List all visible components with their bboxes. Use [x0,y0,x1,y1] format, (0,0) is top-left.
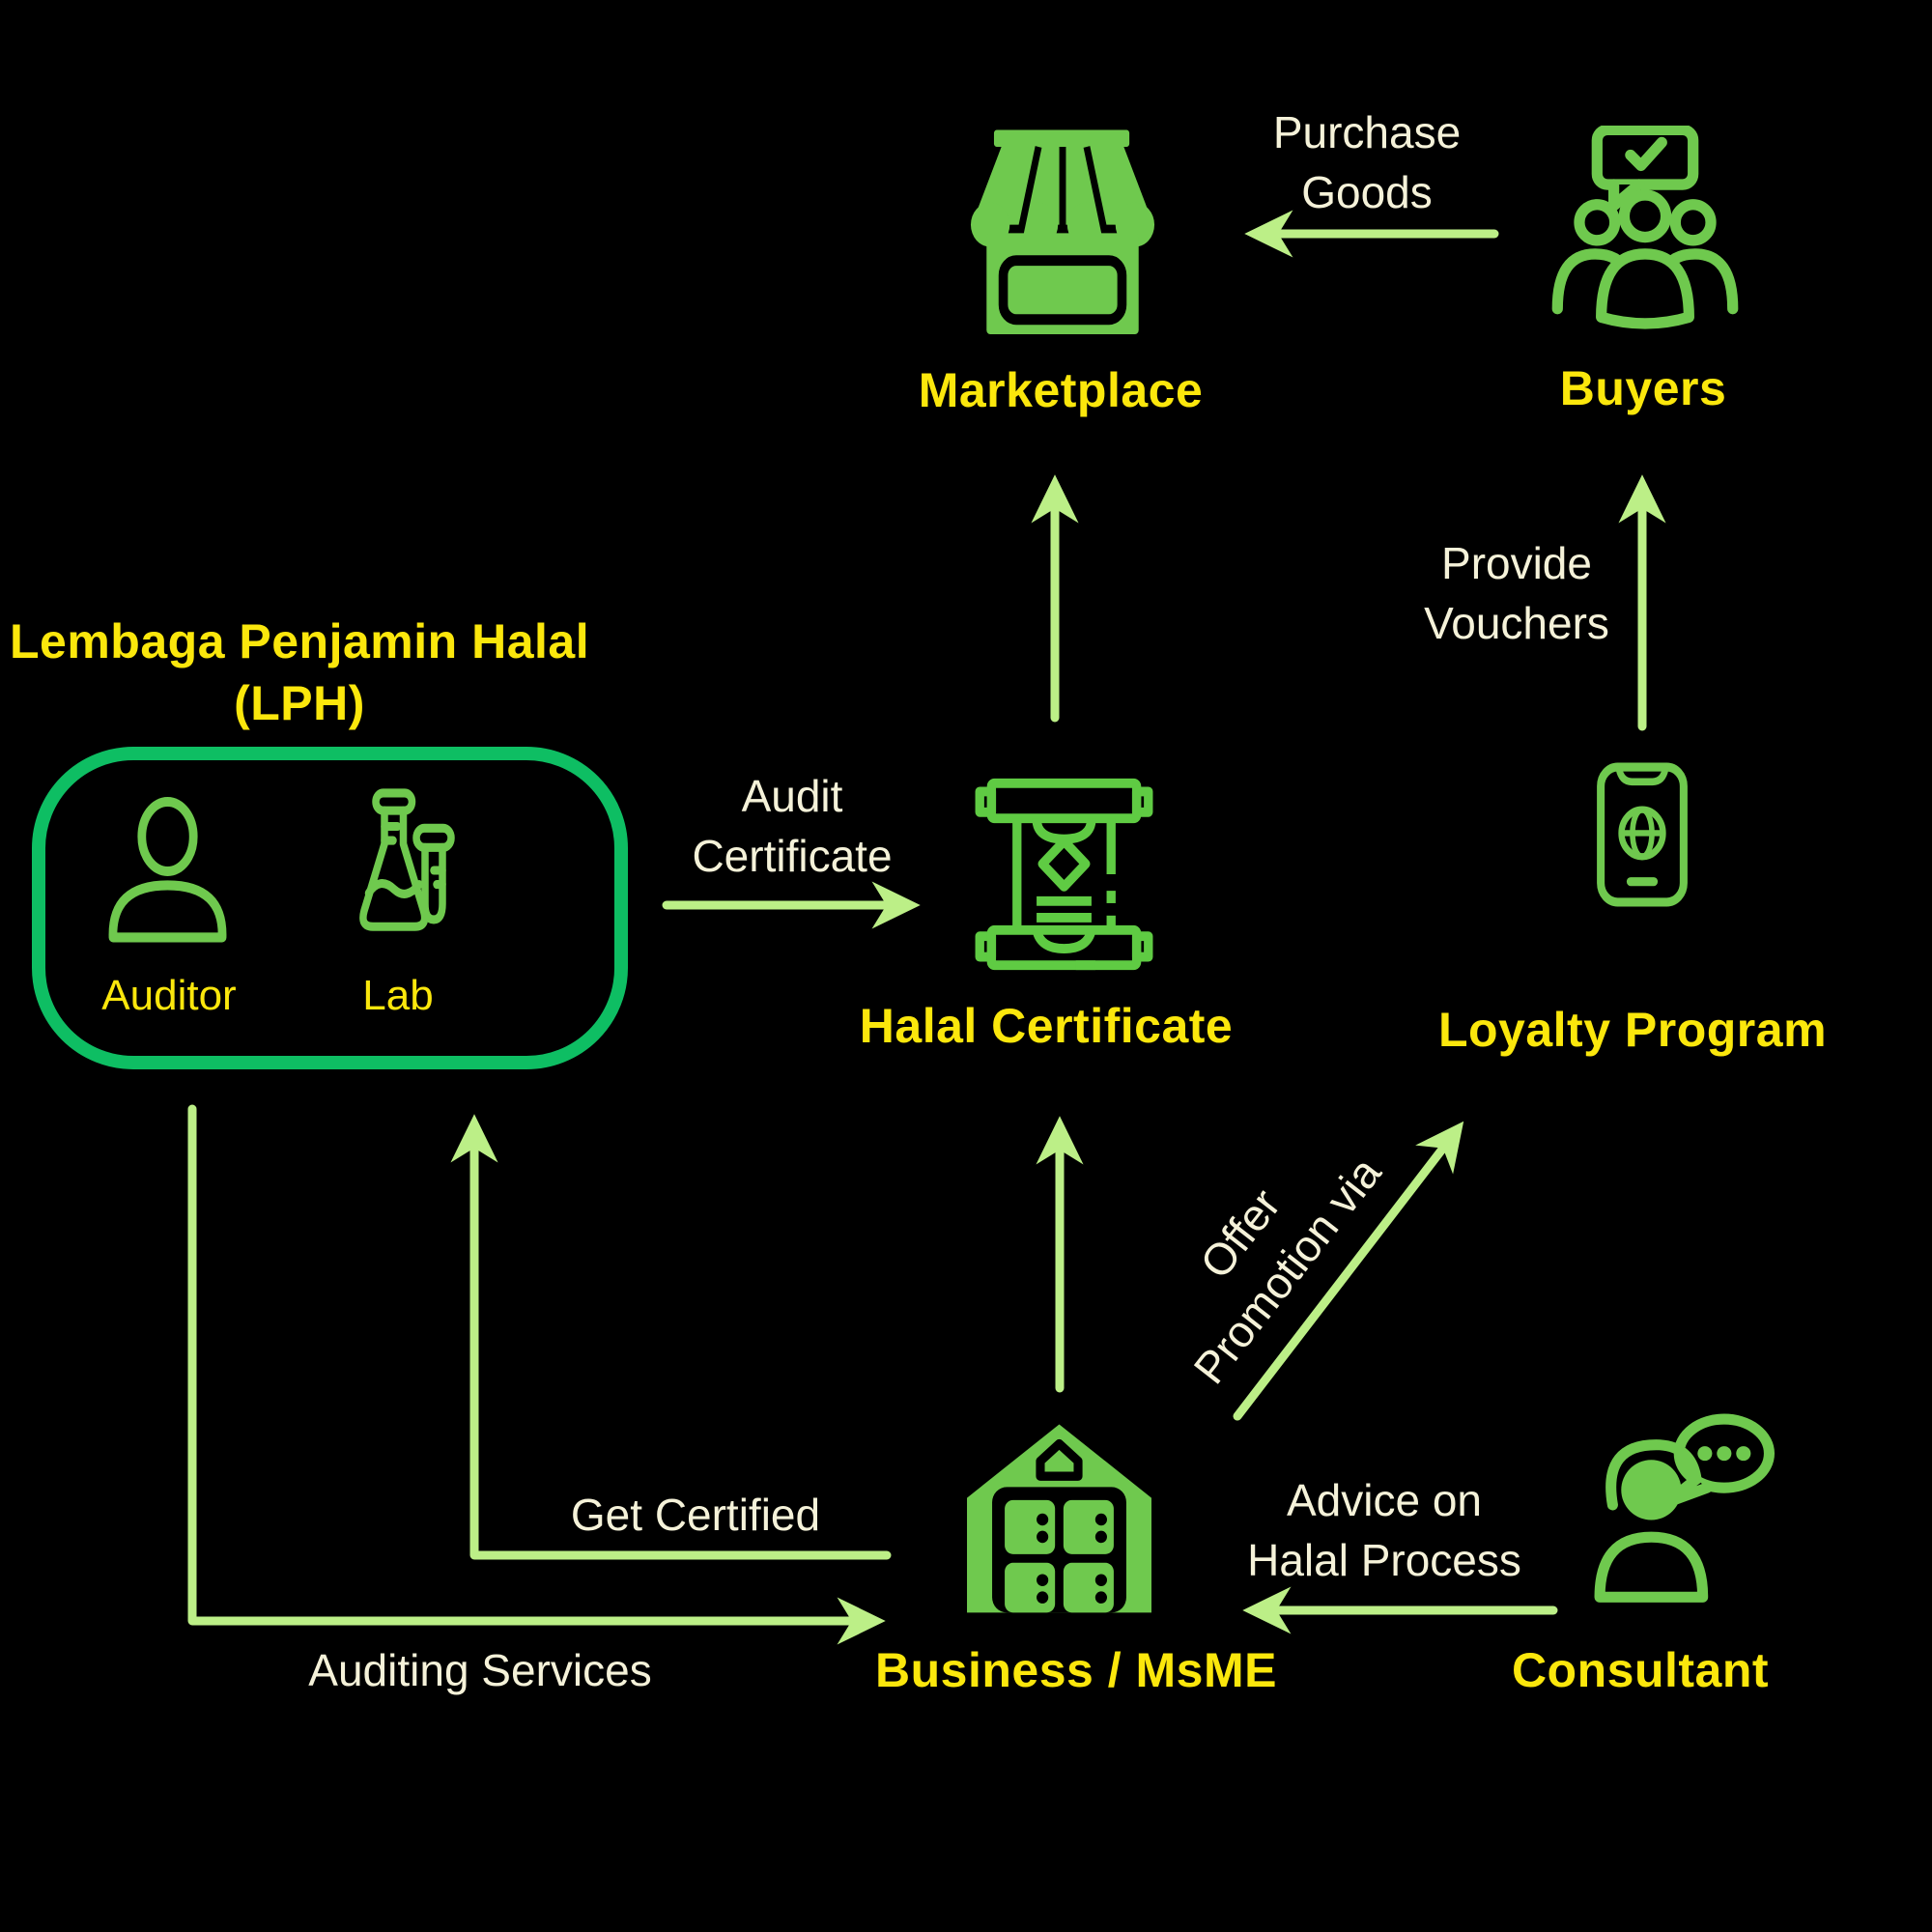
lph-box [32,747,628,1069]
marketplace-label: Marketplace [918,363,1204,417]
arrow-lph-to-business-auditing [187,1104,886,1645]
lph-title: Lembaga Penjamin Halal (LPH) [10,614,590,730]
consultant-label: Consultant [1511,1643,1770,1697]
advice-halal-process-label: Advice on Halal Process [1247,1475,1521,1585]
get-certified-label: Get Certified [570,1490,821,1540]
storefront-icon [970,124,1155,334]
audit-certificate-label: Audit Certificate [692,771,893,881]
buyers-label: Buyers [1559,361,1727,415]
lab-flask-icon [327,782,471,958]
halal-certificate-label: Halal Certificate [859,999,1234,1053]
loyalty-program-label: Loyalty Program [1437,1003,1828,1057]
lab-label: Lab [362,972,434,1019]
purchase-goods-label: Purchase Goods [1272,107,1462,217]
consultant-headset-icon [1570,1408,1784,1623]
auditor-label: Auditor [101,972,237,1019]
certificate-scroll-icon [966,771,1162,978]
provide-vouchers-label: Provide Vouchers [1424,538,1609,648]
business-label: Business / MsME [875,1643,1277,1697]
arrow-business-to-loyalty [1233,1121,1464,1421]
auditing-services-label: Auditing Services [308,1645,652,1695]
arrow-business-to-lph-get-certified [450,1114,892,1560]
buyers-group-icon [1541,126,1749,336]
auditor-person-icon [92,784,243,958]
phone-globe-icon [1577,761,1707,908]
warehouse-icon [954,1411,1164,1628]
